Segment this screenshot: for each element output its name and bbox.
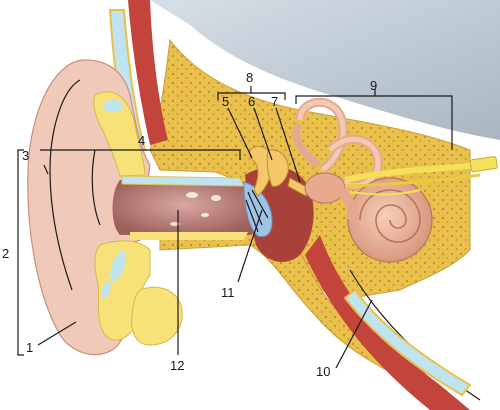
label-3: 3 bbox=[22, 148, 29, 163]
labels: 2 1 3 4 5 6 7 8 9 10 11 12 bbox=[2, 70, 377, 379]
label-8: 8 bbox=[246, 70, 253, 85]
label-6: 6 bbox=[248, 94, 255, 109]
label-10: 10 bbox=[316, 364, 330, 379]
skull-background bbox=[150, 0, 500, 140]
auricle bbox=[27, 59, 183, 356]
label-9: 9 bbox=[370, 78, 377, 93]
label-1: 1 bbox=[26, 340, 33, 355]
auditory-nerve bbox=[344, 156, 498, 196]
tympanic-membrane bbox=[243, 181, 273, 237]
label-12: 12 bbox=[170, 358, 184, 373]
ear-canal bbox=[112, 175, 256, 240]
label-5: 5 bbox=[222, 94, 229, 109]
label-11: 11 bbox=[221, 285, 235, 300]
ossicles bbox=[248, 146, 309, 197]
label-4: 4 bbox=[138, 133, 145, 148]
label-2: 2 bbox=[2, 246, 9, 261]
leader-lines bbox=[17, 86, 453, 369]
label-7: 7 bbox=[271, 94, 278, 109]
